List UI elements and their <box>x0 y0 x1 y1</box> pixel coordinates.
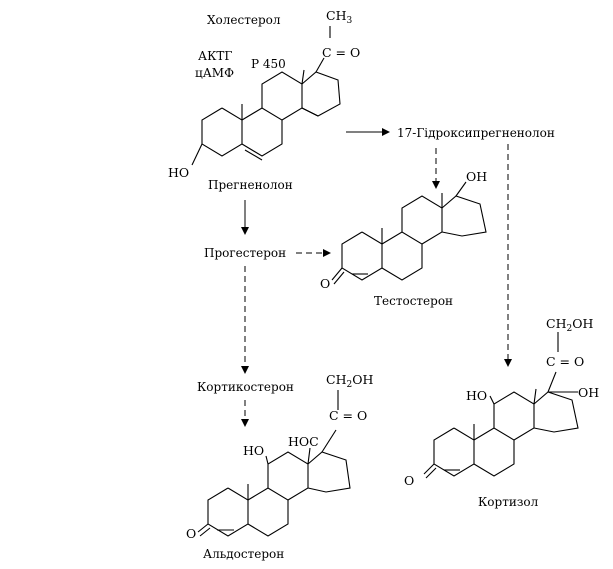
compound-labels: Холестерол АКТГ цАМФ Р 450 Прегненолон 1… <box>195 13 555 561</box>
pregnenolone-ch3: CH3 <box>326 8 352 26</box>
label-corticosterone: Кортикостерон <box>197 380 294 394</box>
aldosterone-hoc: HOC <box>288 434 319 449</box>
label-cortisol: Кортизол <box>478 495 539 509</box>
aldosterone-o: O <box>186 526 196 541</box>
cortisol-ch2oh: CH2OH <box>546 316 593 334</box>
cortisol-carbonyl: C = O <box>546 354 584 369</box>
pregnenolone-ho: HO <box>168 165 189 180</box>
label-p450: Р 450 <box>251 57 286 71</box>
cortisol-oh: OH <box>578 385 599 400</box>
label-progesterone: Прогестерон <box>204 246 286 260</box>
aldosterone-ch2oh: CH2OH <box>326 372 373 390</box>
pregnenolone-carbonyl: C = O <box>322 45 360 60</box>
label-testosterone: Тестостерон <box>374 294 453 308</box>
label-aldosterone: Альдостерон <box>203 547 284 561</box>
cortisol-o: O <box>404 473 414 488</box>
label-cholesterol: Холестерол <box>207 13 281 27</box>
label-acth: АКТГ <box>198 49 232 63</box>
label-camp: цАМФ <box>195 66 234 80</box>
testosterone-structure: OH O <box>320 169 487 291</box>
aldosterone-carbonyl: C = O <box>329 408 367 423</box>
cortisol-structure: HO OH C = O CH2OH O <box>404 316 599 488</box>
testosterone-o: O <box>320 276 330 291</box>
aldosterone-ho: HO <box>243 443 264 458</box>
pathway-arrows <box>241 128 512 427</box>
label-hydroxypregnenolone: 17-Гідроксипрегненолон <box>397 126 555 140</box>
testosterone-oh: OH <box>466 169 487 184</box>
pregnenolone-structure: HO C = O CH3 <box>168 8 360 180</box>
label-pregnenolone: Прегненолон <box>208 178 293 192</box>
aldosterone-structure: HO HOC C = O CH2OH O <box>186 372 373 541</box>
cortisol-ho: HO <box>466 388 487 403</box>
